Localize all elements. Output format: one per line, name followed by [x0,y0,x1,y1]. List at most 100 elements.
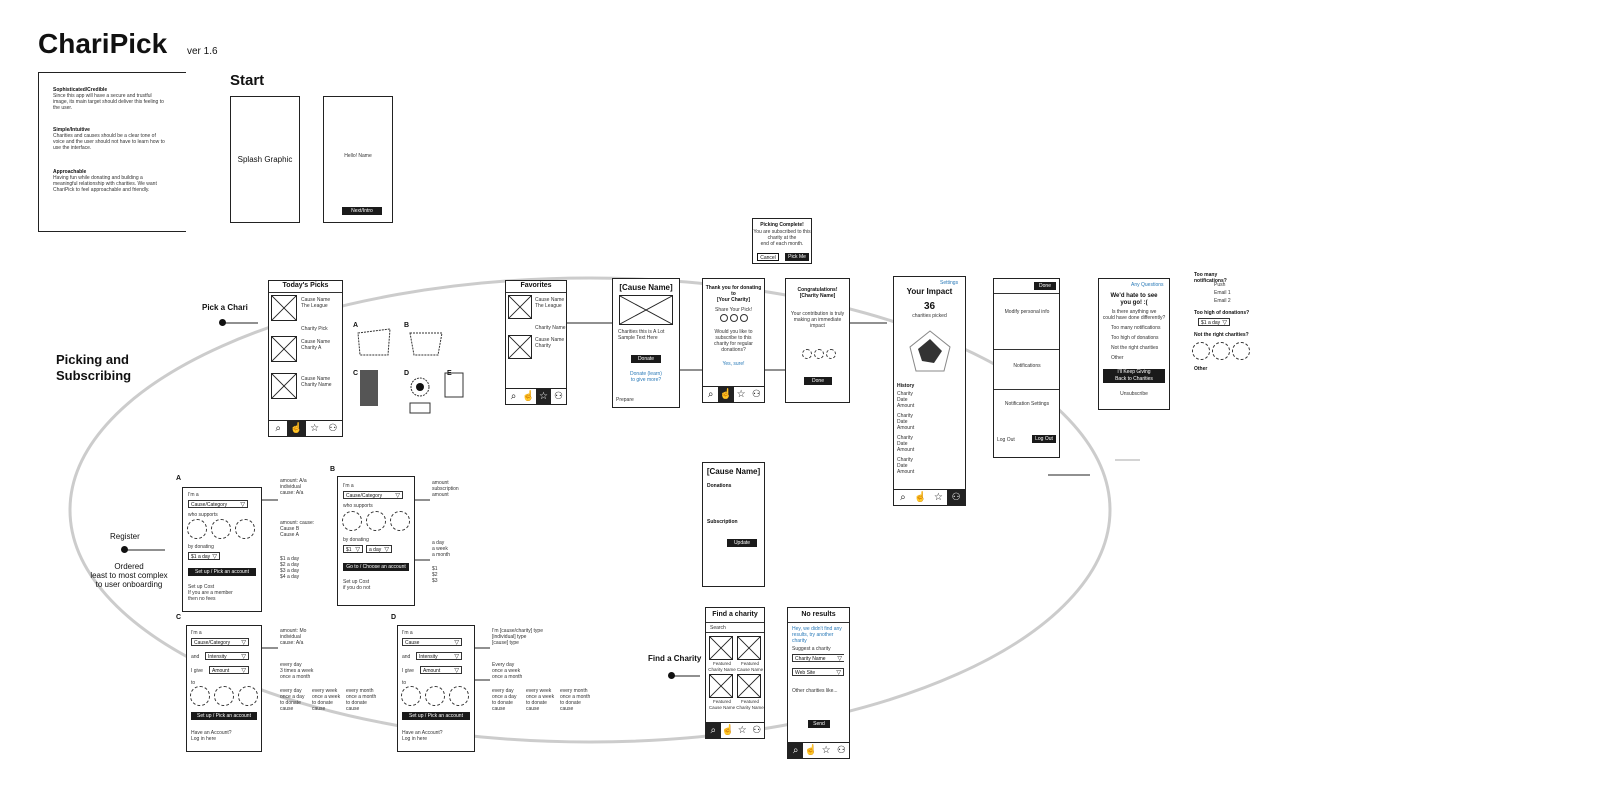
notif-toggle[interactable]: Email 2 [1214,298,1231,304]
search-icon[interactable]: ⌕ [707,389,714,400]
history-item[interactable]: Charity Date Amount [897,435,915,453]
setup-account-button[interactable]: Set up / Pick an account [188,568,256,576]
share-icon[interactable] [740,314,748,322]
amount-select[interactable]: Amount [209,666,249,675]
welcome-next-button[interactable]: Next/Intro [342,207,382,215]
search-icon[interactable]: ⌕ [706,723,721,738]
cause-circle[interactable] [366,511,386,531]
search-field[interactable]: Search [710,625,726,631]
update-button[interactable]: Update [727,539,757,547]
star-icon[interactable]: ☆ [821,745,831,756]
no-results-screen: No results Hey, we didn't find any resul… [787,607,850,759]
search-icon[interactable]: ⌕ [275,423,281,434]
settings-row[interactable]: Modify personal info [1004,309,1050,315]
settings-row[interactable]: Notifications [1013,363,1041,369]
pick-icon[interactable]: ☝ [914,492,927,503]
featured-image[interactable] [709,674,733,698]
charity-circle[interactable] [1212,342,1230,360]
pick-icon[interactable]: ☝ [804,745,818,756]
cause-circle[interactable] [190,686,210,706]
history-item[interactable]: Charity Date Amount [897,413,915,431]
pick-icon[interactable]: ☝ [718,387,734,402]
cause-circle[interactable] [238,686,258,706]
history-item[interactable]: Charity Date Amount [897,457,915,475]
setup-account-button[interactable]: Go to / Choose an account [343,563,409,571]
website-field[interactable]: Web Site [792,668,844,677]
pick-icon[interactable]: ☝ [522,391,535,402]
cancel-button[interactable]: Cancel [757,253,779,261]
pick-image[interactable] [271,336,297,362]
amount-select[interactable]: $1 [343,545,363,554]
any-questions-link[interactable]: Any Questions [1131,282,1164,288]
pick-icon[interactable]: ☝ [287,421,306,436]
featured-image[interactable] [737,636,761,660]
done-button[interactable]: Done [804,377,832,385]
done-button[interactable]: Done [1034,282,1056,290]
history-item[interactable]: Charity Date Amount [897,391,915,409]
share-icon[interactable] [730,314,738,322]
feedback-option[interactable]: Too many notifications [1111,325,1161,331]
cause-circle[interactable] [342,511,362,531]
unsubscribe-link[interactable]: Unsubscribe [1120,391,1148,397]
cause-circle[interactable] [449,686,469,706]
charity-circle[interactable] [1232,342,1250,360]
charity-circle[interactable] [1192,342,1210,360]
keep-giving-button[interactable]: I'll Keep Giving Back to Charities [1103,369,1165,383]
notif-toggle[interactable]: Email 1 [1214,290,1231,296]
featured-image[interactable] [737,674,761,698]
cause-circle[interactable] [187,519,207,539]
star-icon[interactable]: ☆ [933,492,943,503]
setup-account-button[interactable]: Set up / Pick an account [191,712,257,720]
intensity-select[interactable]: Intensity [205,652,249,661]
profile-icon[interactable]: ⚇ [947,490,965,505]
donate-link[interactable]: Donate (learn) to give more? [630,371,662,383]
fav-image[interactable] [508,335,532,359]
featured-image[interactable] [709,636,733,660]
amount-select[interactable]: $1 a day [1198,318,1230,327]
category-select[interactable]: Cause/Category [188,500,248,509]
star-icon[interactable]: ☆ [536,389,551,404]
log-out-button[interactable]: Log Out [1032,435,1056,443]
cause-circle[interactable] [235,519,255,539]
charity-name-field[interactable]: Charity Name [792,654,844,663]
search-icon[interactable]: ⌕ [510,391,517,402]
cause-circle[interactable] [214,686,234,706]
profile-icon[interactable]: ⚇ [752,725,762,736]
pick-me-button[interactable]: Pick Me [785,253,809,261]
cause-circle[interactable] [401,686,421,706]
amount-select[interactable]: $1 a day [188,552,220,561]
setup-account-button[interactable]: Set up / Pick an account [402,712,470,720]
subscribe-link[interactable]: Yes, sure! [722,361,745,367]
profile-icon[interactable]: ⚇ [751,389,761,400]
amount-select[interactable]: Amount [420,666,462,675]
profile-icon[interactable]: ⚇ [836,745,846,756]
feedback-option[interactable]: Too high of donations [1111,335,1159,341]
category-select[interactable]: Cause/Category [191,638,249,647]
profile-icon[interactable]: ⚇ [328,423,338,434]
search-icon[interactable]: ⌕ [788,743,804,758]
cause-circle[interactable] [425,686,445,706]
profile-icon[interactable]: ⚇ [554,391,563,402]
settings-link[interactable]: Settings [940,280,959,286]
cause-circle[interactable] [211,519,231,539]
feedback-option[interactable]: Not the right charities [1111,345,1159,351]
frequency-select[interactable]: a day [366,545,392,554]
cause-circle[interactable] [390,511,410,531]
pick-image[interactable] [271,295,297,321]
star-icon[interactable]: ☆ [310,423,320,434]
star-icon[interactable]: ☆ [737,725,747,736]
notif-toggle[interactable]: Push [1214,282,1226,288]
category-select[interactable]: Cause [402,638,462,647]
category-select[interactable]: Cause/Category [343,491,403,500]
send-button[interactable]: Send [808,720,830,728]
search-icon[interactable]: ⌕ [900,492,906,503]
pick-image[interactable] [271,373,297,399]
feedback-option[interactable]: Other [1111,355,1124,361]
star-icon[interactable]: ☆ [736,389,746,400]
donate-button[interactable]: Donate [631,355,661,363]
share-icon[interactable] [720,314,728,322]
pick-icon[interactable]: ☝ [721,725,734,736]
settings-row[interactable]: Notification Settings [1004,401,1050,407]
fav-image[interactable] [508,295,532,319]
intensity-select[interactable]: Intensity [416,652,462,661]
